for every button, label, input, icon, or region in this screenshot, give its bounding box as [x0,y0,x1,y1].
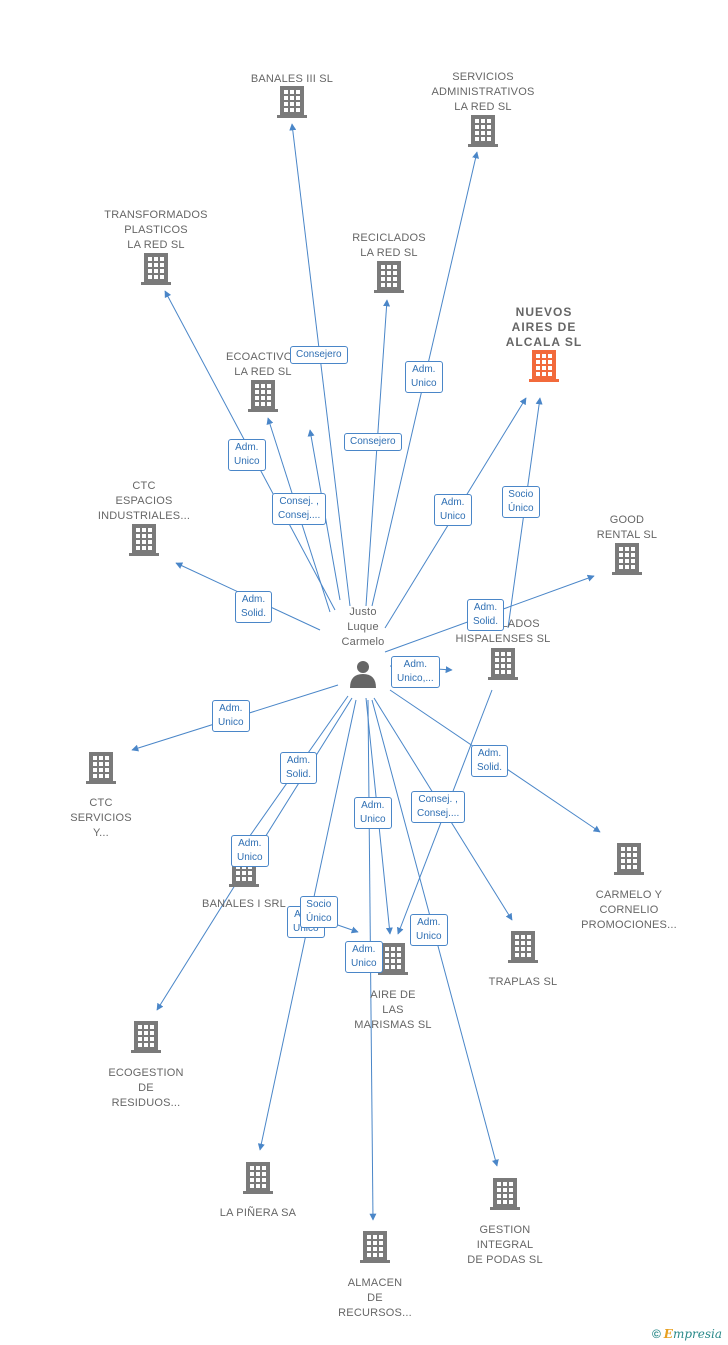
company-label-traplas[interactable]: TRAPLAS SL [488,976,558,988]
edge-label-e10: Adm.Unico,... [391,656,440,688]
building-icon-reciclados[interactable] [374,261,404,293]
edge-label-e4: Consejero [344,433,402,451]
edge-label-e12: Adm.Solid. [280,752,318,784]
building-icon-goodrental[interactable] [612,543,642,575]
edge-label-e6: Adm.Unico [434,494,472,526]
building-icon-traplas[interactable] [508,931,538,963]
building-icon-gestion[interactable] [490,1178,520,1210]
building-icon-ctcservicios[interactable] [86,752,116,784]
building-icon-ctcespacios[interactable] [129,524,159,556]
company-label-lapinera[interactable]: LA PIÑERA SA [219,1207,297,1219]
building-icon-nuevos[interactable] [529,350,559,382]
edge-label-e11: Adm.Unico [212,700,250,732]
edge-line-1 [289,123,351,607]
copyright-icon: © [651,1327,661,1341]
building-icon-banales3[interactable] [277,86,307,118]
brand-logo: Empresia [663,1327,722,1341]
node-icons [86,86,644,1263]
building-icon-lapinera[interactable] [243,1162,273,1194]
footer-brand[interactable]: ©Empresia [652,1327,722,1341]
edge-label-e14: Adm.Unico [354,797,392,829]
company-label-banales3[interactable]: BANALES III SL [250,73,334,85]
edge-label-e2: Adm.Unico [405,361,443,393]
building-icon-almacen[interactable] [360,1231,390,1263]
edge-label-e3: Adm.Unico [228,439,266,471]
person-icon[interactable] [350,661,376,688]
edge-label-e15: Consej. ,Consej.... [411,791,466,823]
edge-line-4 [365,299,391,607]
building-icon-servicios[interactable] [468,115,498,147]
company-label-banales1[interactable]: BANALES I SRL [202,898,286,910]
building-icon-carmelo[interactable] [614,843,644,875]
edge-label-e8: Adm.Solid. [235,591,273,623]
building-icon-ecogestion[interactable] [131,1021,161,1053]
building-icon-transformados[interactable] [141,253,171,285]
edge-label-e5: Consej. ,Consej.... [272,493,327,525]
edge-label-e13: Adm.Solid. [471,745,509,777]
edge-label-e9: Adm.Solid. [467,599,505,631]
building-icon-hispalenses[interactable] [488,648,518,680]
edge-label-e16: Adm.Unico [231,835,269,867]
edge-label-e20: Adm.Unico [410,914,448,946]
building-icon-ecoactivos[interactable] [248,380,278,412]
edge-label-e19: Adm.Unico [345,941,383,973]
edge-label-e1: Consejero [290,346,348,364]
